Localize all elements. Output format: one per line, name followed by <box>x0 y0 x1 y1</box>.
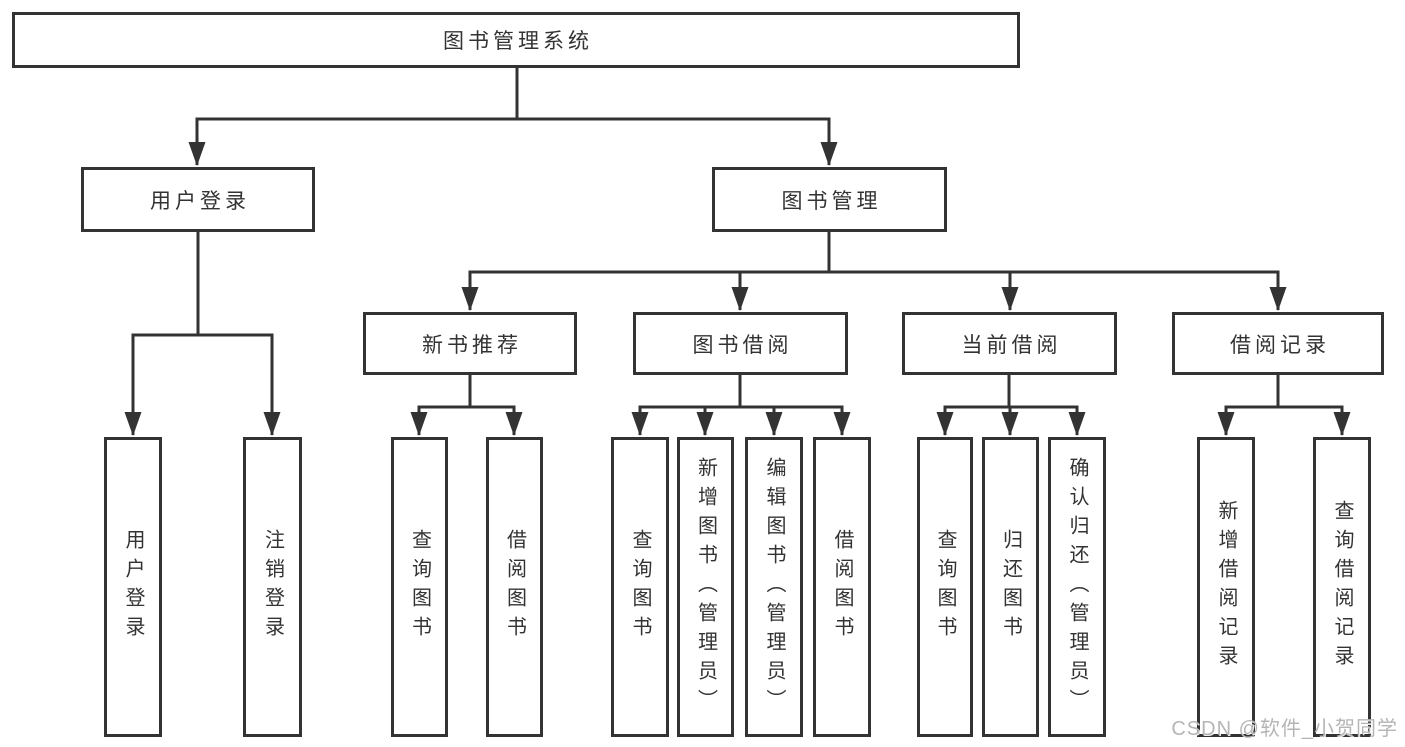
leaf-query-borrow-record-label: 查询借阅记录 <box>1331 500 1353 674</box>
node-current-borrow-label: 当前借阅 <box>961 333 1062 357</box>
leaf-add-borrow-record-label: 新增借阅记录 <box>1215 500 1237 674</box>
leaf-add-book-admin: 新增图书（管理员） <box>677 437 734 737</box>
leaf-borrow-books-borrow: 借阅图书 <box>813 437 871 737</box>
leaf-confirm-return-admin: 确认归还（管理员） <box>1048 437 1106 737</box>
leaf-borrow-books-borrow-label: 借阅图书 <box>831 529 853 645</box>
leaf-logout: 注销登录 <box>243 437 302 737</box>
connector-segments <box>131 66 1344 409</box>
leaf-query-books-borrow-label: 查询图书 <box>629 529 651 645</box>
leaf-query-books-borrow: 查询图书 <box>611 437 669 737</box>
node-borrow-records: 借阅记录 <box>1172 312 1384 375</box>
leaf-add-book-admin-label: 新增图书（管理员） <box>694 456 717 718</box>
arrows-new-book-children <box>410 407 523 436</box>
leaf-user-login-label: 用户登录 <box>122 529 144 645</box>
leaf-query-books-current-label: 查询图书 <box>934 529 956 645</box>
node-new-book-recommend-label: 新书推荐 <box>422 333 522 357</box>
leaf-edit-book-admin: 编辑图书（管理员） <box>745 437 803 737</box>
node-user-login: 用户登录 <box>81 167 315 232</box>
leaf-return-book: 归还图书 <box>982 437 1039 737</box>
leaf-user-login: 用户登录 <box>104 437 162 737</box>
leaf-borrow-books-recommend: 借阅图书 <box>486 437 543 737</box>
arrows-to-level2 <box>188 119 838 166</box>
leaf-return-book-label: 归还图书 <box>999 529 1022 645</box>
node-book-management-label: 图书管理 <box>781 189 882 213</box>
leaf-borrow-books-recommend-label: 借阅图书 <box>503 529 526 645</box>
watermark-text: CSDN @软件_小贺同学 <box>1171 718 1398 740</box>
node-book-borrow-label: 图书借阅 <box>692 333 793 357</box>
arrows-user-login-children <box>124 335 281 436</box>
node-borrow-records-label: 借阅记录 <box>1230 333 1330 357</box>
leaf-query-books-recommend: 查询图书 <box>391 437 448 737</box>
leaf-add-borrow-record: 新增借阅记录 <box>1197 437 1255 737</box>
node-book-management: 图书管理 <box>712 167 947 232</box>
leaf-query-books-recommend-label: 查询图书 <box>408 529 431 645</box>
arrows-current-borrow-children <box>936 407 1086 436</box>
node-current-borrow: 当前借阅 <box>902 312 1117 375</box>
arrows-to-level3 <box>461 272 1287 311</box>
leaf-edit-book-admin-label: 编辑图书（管理员） <box>763 456 785 718</box>
arrows-book-borrow-children <box>631 407 851 436</box>
node-book-borrow: 图书借阅 <box>633 312 848 375</box>
node-root-label: 图书管理系统 <box>443 30 593 53</box>
leaf-confirm-return-admin-label: 确认归还（管理员） <box>1066 456 1088 718</box>
leaf-logout-label: 注销登录 <box>261 529 284 645</box>
node-root: 图书管理系统 <box>12 12 1020 68</box>
arrows-borrow-records-children <box>1217 407 1351 436</box>
leaf-query-borrow-record: 查询借阅记录 <box>1313 437 1371 737</box>
node-new-book-recommend: 新书推荐 <box>363 312 577 375</box>
node-user-login-label: 用户登录 <box>150 189 250 213</box>
leaf-query-books-current: 查询图书 <box>917 437 973 737</box>
